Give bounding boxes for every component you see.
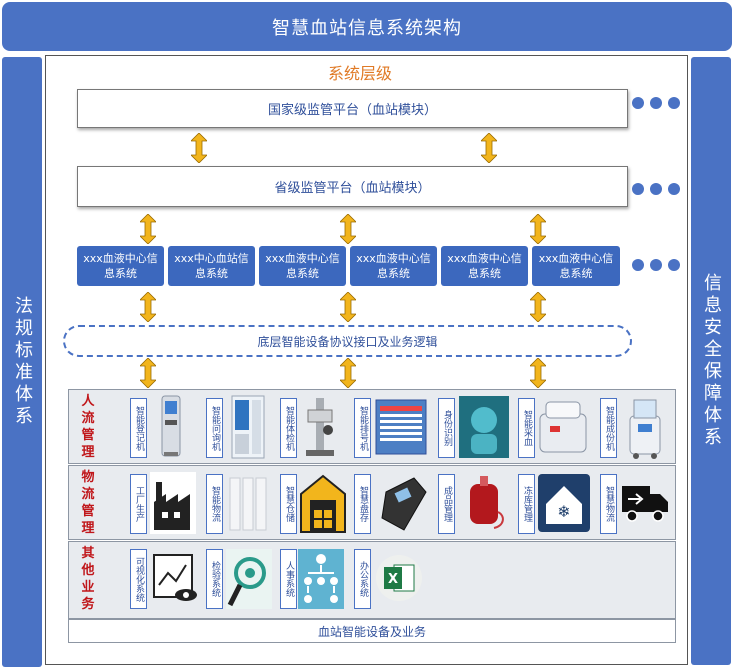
more-dots-icon: [632, 183, 680, 195]
double-arrow-icon: [340, 214, 356, 244]
device-tag: 智能排号机: [354, 398, 371, 458]
other-business-label: 其他业务: [81, 546, 95, 612]
device-tag: 智能问询机: [206, 398, 223, 458]
regulation-standard-label: 法规标准体系: [12, 296, 33, 428]
excel-office-icon: X: [376, 555, 422, 601]
device-tag: 冻库管理: [518, 474, 535, 534]
device-tag: 成品管理: [438, 474, 455, 534]
device-tag: 智能体检机: [280, 398, 297, 458]
double-arrow-icon: [191, 133, 207, 163]
device-tag: 智能采血: [518, 398, 535, 458]
device-tag: 检验系统: [206, 549, 223, 609]
more-dots-icon: [632, 97, 680, 109]
svg-text:❄: ❄: [557, 502, 570, 521]
double-arrow-icon: [530, 292, 546, 322]
diagram-title: 智慧血站信息系统架构: [2, 2, 732, 51]
device-tag: 智慧仓储: [280, 474, 297, 534]
device-business-bar: 血站智能设备及业务: [68, 619, 676, 643]
visualization-monitor-icon: [153, 554, 197, 601]
registration-kiosk-icon: [161, 395, 181, 457]
double-arrow-icon: [481, 133, 497, 163]
center-system-box: xxx血液中心信息系统: [441, 246, 528, 286]
hr-org-chart-icon: [298, 549, 344, 609]
device-tag: 办公系统: [354, 549, 371, 609]
double-arrow-icon: [530, 358, 546, 388]
device-tag: 智能物流: [206, 474, 223, 534]
center-system-box: xxx中心血站信息系统: [168, 246, 255, 286]
more-dots-icon: [632, 259, 680, 271]
blood-bag-icon: [470, 476, 504, 529]
device-tag: 身份识别: [438, 398, 455, 458]
logistics-shelves-icon: [229, 477, 267, 531]
handheld-scanner-icon: [381, 477, 427, 531]
factory-icon: [150, 472, 196, 534]
lab-inspection-icon: [226, 549, 272, 609]
people-flow-label: 人流管理: [81, 394, 95, 460]
component-separator-icon: [629, 399, 661, 459]
identity-recognition-icon: [459, 396, 509, 458]
center-system-box: xxx血液中心信息系统: [259, 246, 346, 286]
delivery-truck-icon: [622, 486, 668, 522]
double-arrow-icon: [530, 214, 546, 244]
device-tag: 可视化系统: [130, 549, 147, 609]
double-arrow-icon: [340, 358, 356, 388]
device-tag: 智能登记机: [130, 398, 147, 458]
svg-text:X: X: [388, 572, 398, 587]
double-arrow-icon: [140, 214, 156, 244]
device-tag: 智能成份机: [600, 398, 617, 458]
center-system-box: xxx血液中心信息系统: [350, 246, 437, 286]
double-arrow-icon: [140, 358, 156, 388]
interface-logic-layer: 底层智能设备协议接口及业务逻辑: [63, 325, 632, 357]
exam-machine-icon: [306, 398, 334, 456]
security-sidebar: 信息安全保障体系: [691, 57, 731, 665]
inquiry-kiosk-icon: [231, 395, 265, 459]
device-tag: 智慧物流: [600, 474, 617, 534]
security-label: 信息安全保障体系: [701, 273, 722, 449]
double-arrow-icon: [140, 292, 156, 322]
center-system-box: xxx血液中心信息系统: [532, 246, 620, 286]
device-tag: 人事系统: [280, 549, 297, 609]
device-tag: 智慧盘存: [354, 474, 371, 534]
device-tag: 工厂生产: [130, 474, 147, 534]
regulation-standard-sidebar: 法规标准体系: [2, 57, 42, 667]
provincial-platform: 省级监管平台（血站模块）: [77, 166, 628, 207]
cold-storage-icon: ❄: [538, 474, 590, 532]
center-system-box: xxx血液中心信息系统: [77, 246, 164, 286]
material-flow-label: 物流管理: [81, 470, 95, 536]
system-level-title: 系统层级: [327, 64, 392, 83]
blood-collection-device-icon: [539, 401, 587, 453]
national-platform: 国家级监管平台（血站模块）: [77, 89, 628, 128]
queue-number-screen-icon: [375, 399, 427, 455]
double-arrow-icon: [340, 292, 356, 322]
warehouse-icon: [300, 474, 346, 533]
